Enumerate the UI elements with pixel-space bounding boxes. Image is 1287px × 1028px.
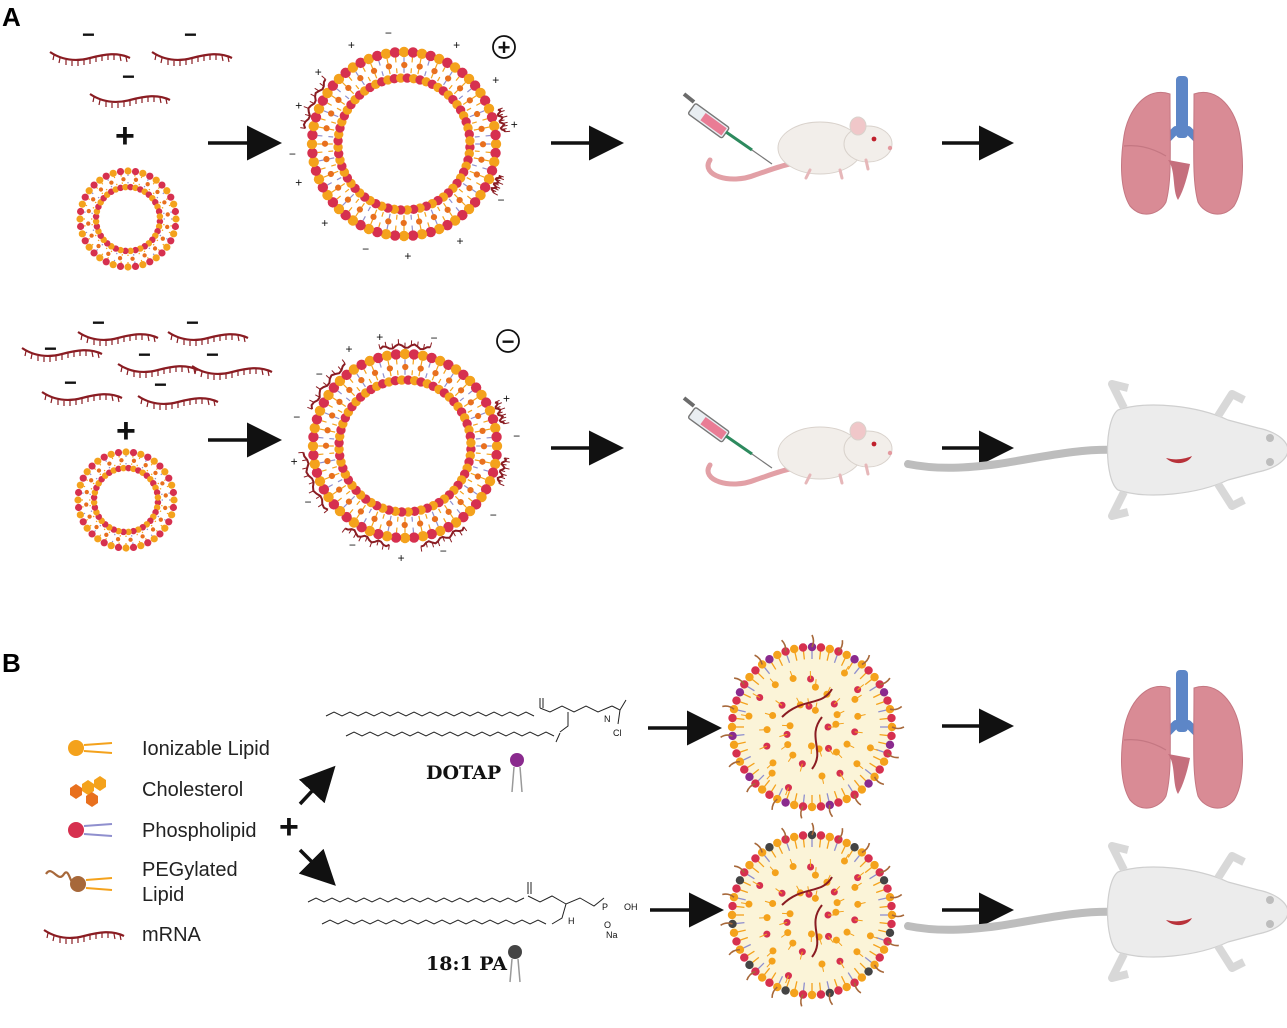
svg-text:−: − bbox=[349, 538, 356, 552]
legend-ionizable-label: Ionizable Lipid bbox=[142, 738, 270, 760]
svg-text:−: − bbox=[513, 429, 520, 443]
arrow-icon bbox=[298, 848, 336, 886]
legend-mrna-label: mRNA bbox=[142, 924, 202, 946]
svg-text:+: + bbox=[492, 73, 499, 87]
negative-charge: − bbox=[184, 22, 197, 47]
svg-text:+: + bbox=[404, 249, 411, 263]
lungs-icon bbox=[1122, 670, 1243, 808]
negative-charge-badge: − bbox=[496, 329, 520, 354]
svg-text:+: + bbox=[345, 342, 352, 356]
row1-mrna-group: − − − bbox=[48, 22, 234, 110]
liposome-mrna-positive-icon: + − + + − + + − + + − + + + bbox=[289, 26, 518, 263]
pa-oh-label: OH bbox=[624, 902, 638, 912]
lnp-dotap-icon bbox=[720, 634, 905, 819]
panel-letter-b: B bbox=[2, 648, 21, 678]
mrna-strand-icon bbox=[48, 50, 132, 68]
svg-text:−: − bbox=[490, 508, 497, 522]
row2-mrna-group: − − − − − − − bbox=[20, 310, 274, 412]
arrow-icon bbox=[298, 765, 336, 806]
legend-peg-label-line2: Lipid bbox=[142, 884, 184, 906]
mrna-strand-icon bbox=[40, 390, 124, 408]
negative-charge: − bbox=[82, 22, 95, 47]
negative-charge: − bbox=[122, 64, 135, 89]
svg-text:+: + bbox=[453, 38, 460, 52]
negative-charge: − bbox=[206, 342, 219, 367]
negative-charge: − bbox=[154, 372, 167, 397]
svg-text:+: + bbox=[376, 330, 383, 344]
lungs-icon bbox=[1122, 76, 1243, 214]
pegylated-lipid-icon bbox=[45, 870, 113, 892]
svg-text:+: + bbox=[456, 234, 463, 248]
dotap-label: DOTAP bbox=[426, 762, 501, 784]
negative-charge: − bbox=[92, 310, 105, 335]
pa-p-label: P bbox=[602, 902, 608, 912]
svg-text:−: − bbox=[289, 147, 296, 161]
svg-text:+: + bbox=[315, 65, 322, 79]
mouse-icon bbox=[708, 117, 892, 179]
pa-lipid-icon bbox=[508, 945, 522, 983]
dotap-structure: N Cl DOTAP bbox=[325, 698, 627, 793]
negative-charge: − bbox=[138, 342, 151, 367]
svg-text:+: + bbox=[321, 216, 328, 230]
mrna-strand-icon bbox=[190, 364, 274, 382]
svg-text:−: − bbox=[497, 193, 504, 207]
plus-sign: + bbox=[279, 808, 299, 846]
syringe-icon bbox=[682, 396, 774, 470]
pa-na-label: Na bbox=[606, 930, 618, 940]
negative-charge: − bbox=[186, 310, 199, 335]
badge-sign: − bbox=[502, 329, 515, 354]
dotap-cl-label: Cl bbox=[613, 728, 622, 738]
mrna-strand-icon bbox=[20, 346, 104, 364]
svg-text:−: − bbox=[293, 410, 300, 424]
dissected-mouse-icon bbox=[908, 846, 1287, 978]
legend-cholesterol-label: Cholesterol bbox=[142, 779, 243, 801]
liposome-small-icon bbox=[74, 448, 178, 552]
svg-text:−: − bbox=[316, 367, 323, 381]
negative-charge: − bbox=[64, 370, 77, 395]
mrna-strand-icon bbox=[150, 50, 234, 68]
dotap-lipid-icon bbox=[510, 753, 524, 793]
phospholipid-icon bbox=[68, 822, 113, 838]
mrna-strand-icon bbox=[136, 394, 220, 412]
svg-text:−: − bbox=[304, 495, 311, 509]
pa-o-label: O bbox=[604, 920, 611, 930]
svg-text:−: − bbox=[430, 331, 437, 345]
syringe-icon bbox=[682, 92, 774, 166]
positive-charge-badge: + bbox=[492, 35, 516, 60]
badge-sign: + bbox=[498, 35, 511, 60]
ionizable-lipid-icon bbox=[68, 740, 113, 756]
svg-text:+: + bbox=[291, 455, 298, 469]
mrna-strand-icon bbox=[88, 92, 172, 110]
svg-text:+: + bbox=[295, 175, 302, 189]
cholesterol-icon bbox=[70, 776, 106, 807]
panel-letter-a: A bbox=[2, 2, 21, 32]
legend: Ionizable Lipid Cholesterol Phospholipid… bbox=[42, 738, 270, 946]
mouse-icon bbox=[708, 422, 892, 484]
svg-text:−: − bbox=[440, 544, 447, 558]
lnp-pa-icon bbox=[720, 822, 905, 1007]
svg-text:+: + bbox=[511, 118, 518, 132]
legend-peg-label-line1: PEGylated bbox=[142, 859, 238, 881]
liposome-small-icon bbox=[76, 167, 180, 271]
svg-text:−: − bbox=[385, 26, 392, 40]
plus-sign: + bbox=[116, 412, 136, 450]
dissected-mouse-icon bbox=[908, 384, 1287, 516]
svg-text:+: + bbox=[503, 392, 510, 406]
pa-h-label: H bbox=[568, 916, 575, 926]
svg-text:+: + bbox=[398, 551, 405, 565]
pa-label: 18:1 PA bbox=[426, 953, 507, 975]
svg-text:+: + bbox=[348, 38, 355, 52]
svg-text:+: + bbox=[295, 99, 302, 113]
svg-text:−: − bbox=[362, 242, 369, 256]
liposome-mrna-negative-icon: + + − − + − − + − − − + − bbox=[291, 330, 520, 565]
dotap-n-label: N bbox=[604, 714, 611, 724]
legend-phospholipid-label: Phospholipid bbox=[142, 820, 257, 842]
pa-structure: P OH O H Na 18:1 PA bbox=[307, 882, 638, 983]
plus-sign: + bbox=[115, 117, 135, 155]
mrna-legend-icon bbox=[42, 928, 126, 946]
negative-charge: − bbox=[44, 336, 57, 361]
